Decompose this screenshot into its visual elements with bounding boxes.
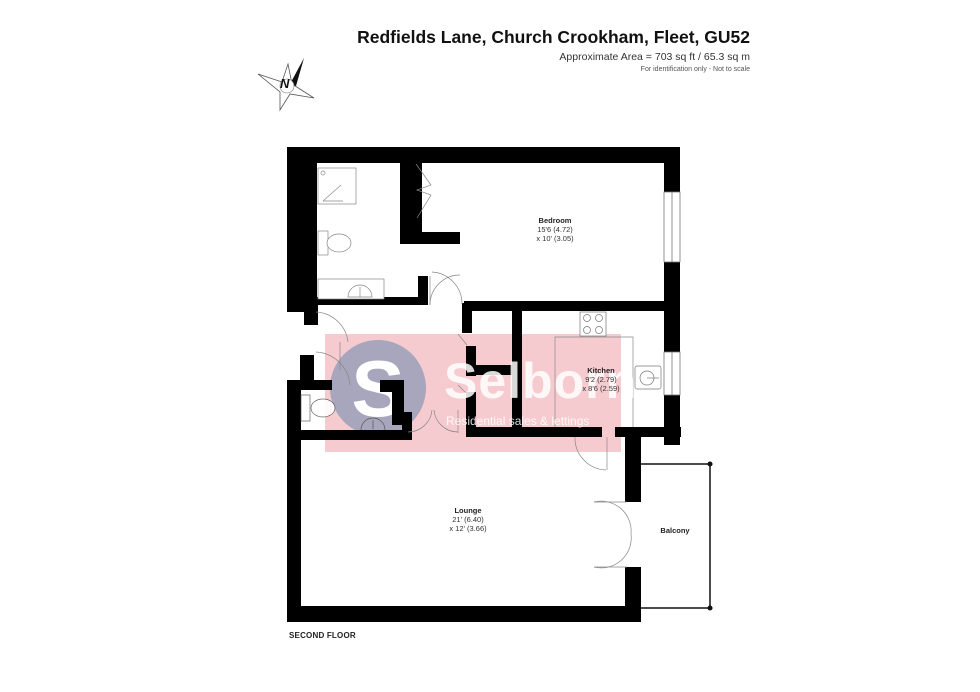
- room-name: Balcony: [660, 526, 690, 535]
- toilet-icon: [317, 230, 352, 256]
- room-label-kitchen: Kitchen 9'2 (2.79) x 8'6 (2.59): [566, 366, 636, 393]
- basin-icon: [317, 278, 385, 300]
- room-name: Kitchen: [587, 366, 615, 375]
- approximate-area: Approximate Area = 703 sq ft / 65.3 sq m: [559, 51, 750, 63]
- watermark-tagline: Residential sales & lettings: [446, 414, 590, 428]
- room-dimension: x 12' (3.66): [449, 524, 487, 533]
- room-dimension: 15'6 (4.72): [537, 225, 573, 234]
- room-name: Bedroom: [538, 216, 572, 225]
- compass-north-arrow-icon: [257, 58, 315, 112]
- wc-basin-icon: [360, 417, 386, 431]
- room-dimension: 21' (6.40): [452, 515, 484, 524]
- wc-toilet-icon: [300, 394, 336, 422]
- scale-disclaimer: For identification only - Not to scale: [640, 66, 750, 73]
- room-name: Lounge: [454, 506, 482, 515]
- room-label-balcony: Balcony: [645, 526, 705, 535]
- room-dimension: x 10' (3.05): [536, 234, 574, 243]
- compass-north-label: N: [280, 76, 290, 91]
- room-label-lounge: Lounge 21' (6.40) x 12' (3.66): [428, 506, 508, 533]
- doors: [315, 163, 632, 569]
- kitchen-window: [663, 351, 681, 396]
- room-dimension: 9'2 (2.79): [585, 375, 617, 384]
- watermark-brand: Selborn: [444, 353, 638, 409]
- bedroom-window: [663, 191, 681, 263]
- property-address-title: Redfields Lane, Church Crookham, Fleet, …: [357, 27, 750, 47]
- floor-label: SECOND FLOOR: [289, 631, 356, 640]
- balcony-outline: [641, 461, 713, 611]
- room-dimension: x 8'6 (2.59): [582, 384, 620, 393]
- hob-icon: [579, 311, 607, 337]
- room-label-bedroom: Bedroom 15'6 (4.72) x 10' (3.05): [505, 216, 605, 243]
- walls: [287, 147, 681, 622]
- shower-tray: [317, 167, 357, 205]
- kitchen-sink-icon: [634, 365, 662, 390]
- kitchen-worktop: [554, 336, 634, 427]
